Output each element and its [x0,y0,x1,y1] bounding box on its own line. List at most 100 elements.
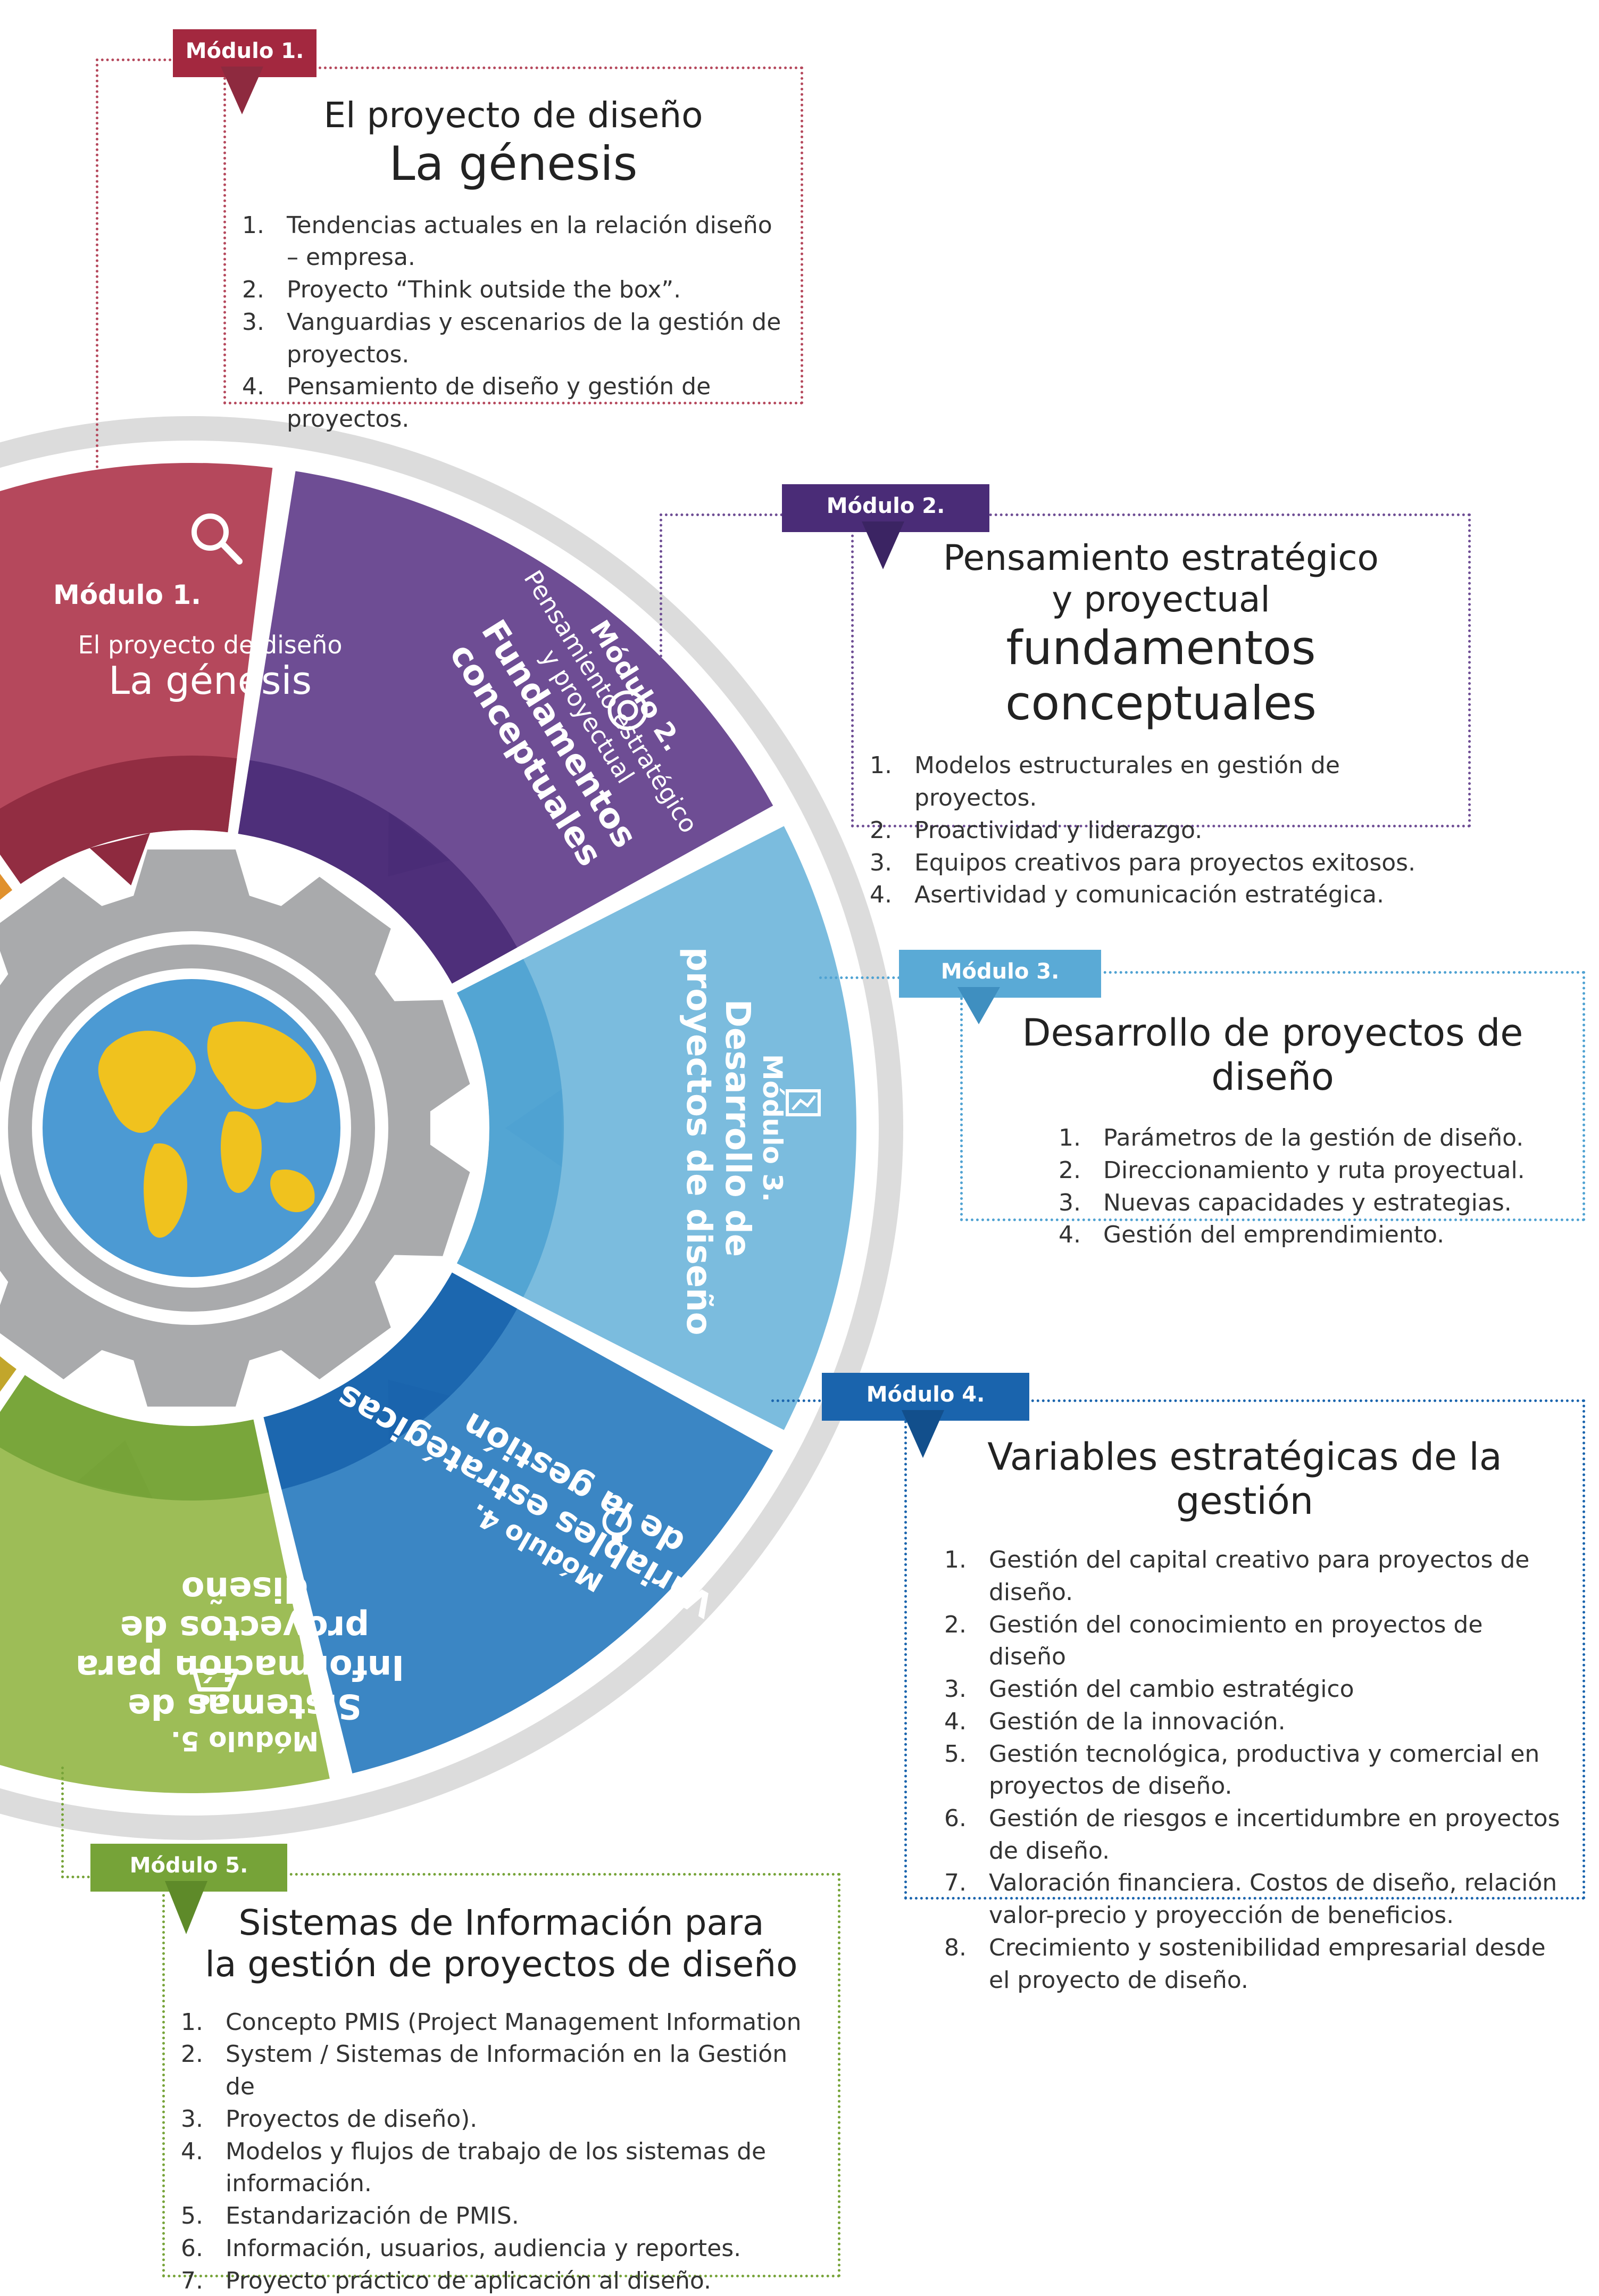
segment-label-module-3[interactable]: Módulo 3. Desarrollo de proyectos de dis… [678,947,788,1336]
segment-5-number: Módulo 5. [170,1726,319,1756]
cart-icon [181,1658,239,1692]
module-5-tab: Módulo 5. [90,1844,287,1934]
globe-icon [32,968,351,1288]
module-4-title: Variables estratégicas de la gestión [987,1435,1502,1523]
globe-land-5 [270,1170,315,1213]
module-4-tab: Módulo 4. [822,1373,1029,1458]
module-1-title: El proyecto de diseño [323,95,703,136]
segment-1-number: Módulo 1. [53,579,202,610]
module-2-card: Pensamiento estratégico y proyectual fun… [851,513,1471,908]
connector-module-2 [660,513,851,673]
module-1-big-title: La génesis [389,136,638,191]
module-1-tab: Módulo 1. [173,29,317,114]
list-item: 2.Proactividad y liderazgo. [870,816,1203,844]
segment-label-module-1[interactable]: Módulo 1. El proyecto de diseño La génes… [43,579,378,703]
magnifier-icon-handle [219,541,243,565]
list-item: 3.Vanguardias y escenarios de la gestión… [242,308,781,368]
list-item: 8.Crecimiento y sostenibilidad empresari… [944,1934,1546,1994]
magnifier-icon [191,513,229,551]
cart-icon-wheel-1 [200,1695,210,1705]
wheel-segment-m2-inner [238,760,518,984]
connector-module-1 [96,59,229,521]
list-item: 6.Información, usuarios, audiencia y rep… [181,2234,742,2262]
module-2-title-2: y proyectual [1052,578,1270,620]
list-item: 2.Direccionamiento y ruta proyectual. [1059,1156,1525,1184]
module-4-card: Variables estratégicas de la gestión 1.G… [904,1399,1585,1994]
module-2-topic-list: 1.Modelos estructurales en gestión de pr… [870,750,1452,911]
list-item: 1.Concepto PMIS (Project Management Info… [181,2008,802,2036]
module-3-title: Desarrollo de proyectos de diseño [1022,1011,1523,1099]
list-item: 3.Nuevas capacidades y estrategias. [1059,1189,1512,1216]
module-1-card: El proyecto de diseño La génesis 1.Tende… [223,67,803,433]
list-item: 1.Gestión del capital creativo para proy… [944,1546,1530,1606]
segment-pointer-m2 [388,812,451,877]
list-item: 3.Gestión del cambio estratégico [944,1676,1354,1703]
wheel-segment-m6-inner [0,874,12,900]
wheel-segment-m5-inner [0,1375,269,1501]
segment-5-title-3: proyectos de [120,1608,370,1648]
list-item: 4.Modelos y flujos de trabajo de los sis… [181,2137,767,2198]
list-item: 1.Modelos estructurales en gestión de pr… [870,752,1340,812]
module-5-topic-list: 1.Concepto PMIS (Project Management Info… [181,2007,822,2296]
segment-3-number: Módulo 3. [757,1054,788,1203]
module-5-title-2: la gestión de proyectos de diseño [205,1943,798,1985]
list-item: 7.Valoración financiera. Costos de diseñ… [944,1869,1558,1929]
list-item: 4.Asertividad y comunicación estratégica… [870,881,1385,909]
segment-1-title: La génesis [108,658,312,703]
list-item: 4.Pensamiento de diseño y gestión de pro… [242,373,711,433]
list-item: 3.Proyectos de diseño). [181,2105,478,2133]
list-item: 2.System / Sistemas de Información en la… [181,2041,788,2101]
target-icon-inner [617,700,638,721]
globe-land-4 [221,1111,262,1193]
wheel-segment-m1-inner [0,756,237,884]
list-item: 6.Gestión de riesgos e incertidumbre en … [944,1804,1560,1864]
globe-water [43,979,340,1277]
list-item: 2.Gestión del conocimiento en proyectos … [944,1611,1483,1671]
segment-label-module-5[interactable]: Módulo 5. Sistemas de Información para p… [75,1569,404,1756]
list-item: 3.Equipos creativos para proyectos exito… [870,849,1416,876]
module-5-card: Sistemas de Información para la gestión … [162,1873,840,2294]
list-item: 7.Proyecto práctico de aplicación al dis… [181,2267,712,2294]
lightbulb-icon-base [612,1534,622,1542]
module-2-tab: Módulo 2. [782,484,989,569]
target-icon [607,690,648,731]
list-item: 5.Estandarización de PMIS. [181,2202,519,2230]
module-3-topic-list: 1.Parámetros de la gestión de diseño. 2.… [979,1122,1567,1251]
outer-ring [0,416,903,1840]
globe-land-3 [207,1021,317,1109]
list-item: 4.Gestión del emprendimiento. [1059,1221,1445,1249]
connector-module-3 [819,976,963,979]
wheel-segment-m7-inner [0,1356,16,1392]
list-item: 4.Gestión de la innovación. [944,1708,1286,1735]
wheel-segment-m3 [456,826,856,1430]
module-5-title-1: Sistemas de Información para [238,1902,764,1943]
globe-land-2 [144,1143,187,1238]
cart-icon-wheel-2 [220,1695,229,1705]
wheel-segments [0,463,856,1793]
list-item: 2.Proyecto “Think outside the box”. [242,276,681,304]
segment-icons [181,513,821,1705]
list-item: 1.Tendencias actuales en la relación dis… [242,211,772,271]
module-2-big-title: fundamentos conceptuales [1005,620,1317,731]
module-2-title-1: Pensamiento estratégico [943,537,1379,578]
module-3-tab: Módulo 3. [899,950,1101,1024]
segment-5-title-1: Sistemas de [128,1686,362,1726]
presentation-icon-line [792,1095,816,1110]
segment-5-title-4: diseño [181,1569,309,1609]
segment-pointer-m4 [388,1379,451,1444]
segment-pointer-m5 [76,1440,153,1499]
globe-land-1 [98,1031,196,1133]
segment-pointer-m1 [89,833,151,885]
segment-5-title-2: Información para [75,1647,404,1687]
list-item: 1.Parámetros de la gestión de diseño. [1059,1124,1524,1152]
segment-pointer-m3 [505,1089,562,1167]
module-1-topic-list: 1.Tendencias actuales en la relación dis… [242,210,785,436]
presentation-icon [786,1089,821,1116]
segment-3-title-1: Desarrollo de [718,999,757,1257]
module-4-topic-list: 1.Gestión del capital creativo para proy… [923,1544,1567,1996]
ring-arc [0,416,903,1840]
segment-3-title-2: proyectos de diseño [678,947,718,1336]
list-item: 5.Gestión tecnológica, productiva y come… [944,1740,1540,1800]
